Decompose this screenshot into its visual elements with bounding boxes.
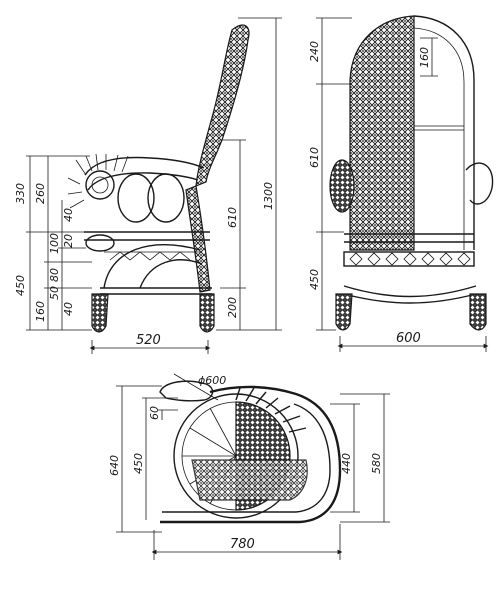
plan-dim-580: 580 <box>370 453 383 474</box>
side-dim-80: 80 <box>48 268 61 282</box>
front-dim-450: 450 <box>308 269 321 290</box>
plan-dim-780: 780 <box>230 537 255 552</box>
side-dimension-lines-left <box>26 155 92 331</box>
front-dim-600: 600 <box>396 331 421 346</box>
side-arm-spokes <box>67 153 129 209</box>
side-dim-260: 260 <box>34 183 47 204</box>
side-dim-200: 200 <box>226 297 239 318</box>
side-dim-450: 450 <box>14 275 27 296</box>
side-armrest <box>84 156 205 176</box>
front-dim-160: 160 <box>418 47 431 68</box>
front-backrest-left <box>349 15 415 251</box>
side-dim-160: 160 <box>34 301 47 322</box>
side-dim-50: 50 <box>48 286 61 300</box>
front-arm-left <box>329 159 355 213</box>
plan-dimension-lines <box>116 373 390 533</box>
plan-dim-60: 60 <box>148 406 161 420</box>
plan-inner-band <box>191 459 308 501</box>
plan-back-fan <box>235 387 307 433</box>
plan-width-dim <box>151 524 343 560</box>
plan-seat-circle <box>173 393 299 519</box>
side-seat-frame <box>185 185 211 293</box>
front-leg-right <box>469 293 487 331</box>
front-view: 240 610 450 160 600 <box>308 15 494 352</box>
side-backrest <box>195 24 250 187</box>
side-view: 330 260 40 20 100 80 50 450 160 40 610 2… <box>14 17 282 354</box>
front-backrest-frame <box>413 15 475 250</box>
plan-view: ϕ600 60 450 640 440 580 780 <box>108 373 390 560</box>
front-arm-right <box>465 162 494 205</box>
side-dim-330: 330 <box>14 183 27 204</box>
front-dim-610: 610 <box>308 147 321 168</box>
front-width-dim <box>337 336 489 352</box>
plan-armrest <box>159 380 214 402</box>
side-dim-1300: 1300 <box>262 182 275 210</box>
front-right-lattice <box>414 125 464 131</box>
plan-diameter-600: ϕ600 <box>198 374 226 387</box>
side-front-leg <box>91 293 109 333</box>
plan-dim-450: 450 <box>132 453 145 474</box>
side-dim-610: 610 <box>226 207 239 228</box>
side-dim-40b: 40 <box>62 302 75 316</box>
front-dimension-lines <box>316 17 438 331</box>
side-dim-100: 100 <box>48 233 61 254</box>
plan-outer-frame <box>160 385 342 524</box>
side-dim-40: 40 <box>62 208 75 222</box>
side-dim-520: 520 <box>136 333 161 348</box>
front-dim-240: 240 <box>308 41 321 62</box>
side-dim-20: 20 <box>62 234 75 248</box>
side-back-leg <box>199 293 215 333</box>
side-width-dim <box>89 340 211 354</box>
side-dimension-lines-right <box>216 17 282 331</box>
plan-dim-640: 640 <box>108 455 121 476</box>
plan-dim-440: 440 <box>340 453 353 474</box>
front-leg-left <box>335 293 353 331</box>
